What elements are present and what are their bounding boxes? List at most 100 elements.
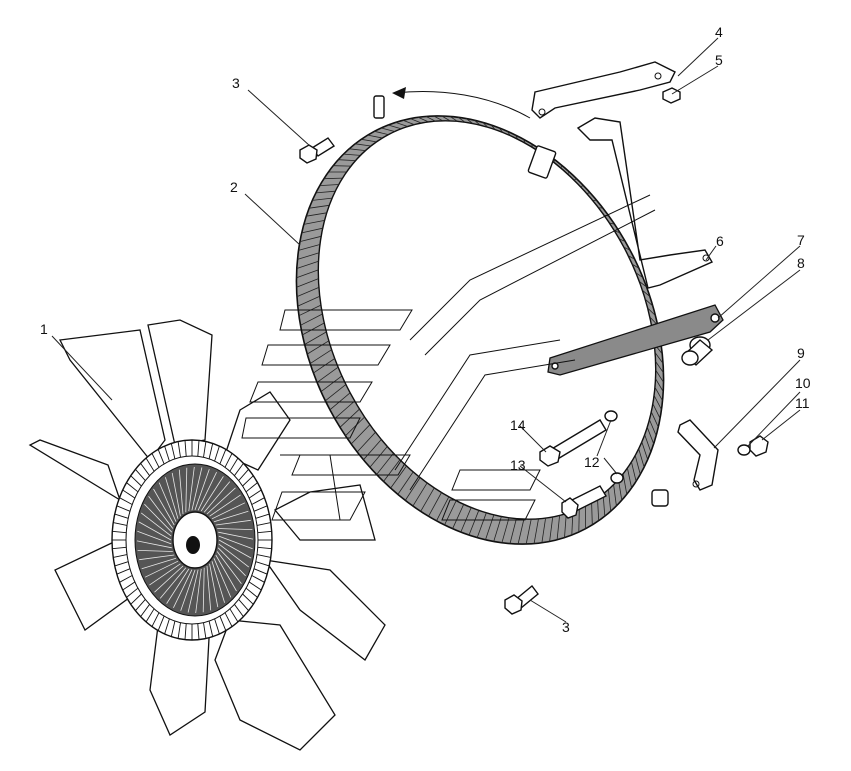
clutch-fin: [158, 482, 177, 522]
clutch-fin: [188, 466, 195, 512]
hub-tooth: [122, 581, 136, 591]
bracket-part-4: [531, 61, 676, 119]
clutch-fin: [218, 543, 250, 568]
shroud-hatch-line: [299, 235, 322, 242]
hub-tooth: [219, 449, 227, 465]
clutch-fin: [217, 547, 246, 577]
shroud-hatch-line: [395, 122, 408, 127]
shroud-hatch-line: [296, 278, 319, 288]
hub-tooth: [229, 608, 239, 623]
hub-tooth: [184, 440, 187, 457]
clutch-fin: [211, 502, 246, 520]
hub-tooth: [140, 604, 150, 617]
shroud-hatch-line: [338, 159, 356, 161]
shroud-hatch-line: [296, 260, 319, 269]
hub-tooth: [112, 530, 127, 534]
shroud-hatch-line: [627, 255, 635, 260]
clutch-fin: [206, 487, 236, 515]
hub-tooth: [119, 575, 133, 583]
shroud-hatch-line: [304, 331, 327, 345]
shroud-hatch-line: [655, 369, 664, 383]
shroud-hatch-line: [482, 122, 488, 128]
shroud-hatch-line: [578, 508, 580, 533]
shroud-hatch-line: [485, 514, 495, 540]
shroud-hatch-line: [541, 518, 546, 543]
shroud-hatching: [296, 115, 664, 545]
shroud-hatch-line: [627, 467, 632, 489]
shroud-hatch-line: [316, 366, 339, 383]
washer-part-10: [737, 444, 751, 456]
shroud-hatch-line: [635, 272, 644, 278]
fan-blade: [224, 391, 291, 471]
shroud-hatch-line: [650, 411, 659, 428]
clutch-fin: [213, 558, 232, 598]
shroud-hatch-line: [474, 119, 481, 126]
shroud-hatch-line: [313, 358, 335, 374]
hub-tooth: [135, 469, 146, 481]
hub-tooth: [256, 554, 271, 558]
hub-tooth: [255, 561, 270, 567]
shroud-hatch-line: [390, 465, 407, 489]
clutch-fin: [209, 563, 219, 608]
clutch-fin: [154, 565, 184, 593]
shroud-hatch-line: [609, 222, 615, 225]
hub-tooth: [112, 546, 127, 550]
hub-tooth: [224, 453, 233, 468]
shroud-hatch-line: [452, 504, 465, 529]
shroud-hatch-line: [493, 516, 502, 542]
shroud-hatch-line: [654, 352, 664, 364]
callout-8: 8: [797, 255, 805, 271]
clutch-fin: [137, 550, 173, 552]
clutch-fin: [166, 568, 190, 604]
shroud-hatch-line: [383, 459, 401, 482]
callout-4: 4: [715, 24, 723, 40]
clutch-fin: [216, 551, 242, 585]
hub-tooth: [219, 615, 227, 631]
clutch-fin: [153, 488, 175, 526]
clutch-fin: [215, 519, 251, 526]
clutch-fin: [197, 472, 217, 511]
callout-2: 2: [230, 179, 238, 195]
callout-11: 11: [795, 395, 810, 411]
clutch-fin: [140, 512, 172, 537]
shroud-hatch-line: [325, 384, 347, 402]
clutch-fin: [159, 567, 187, 599]
clutch-fin: [195, 568, 202, 614]
clutch-fin: [139, 554, 175, 561]
hub-tooth: [242, 593, 254, 605]
fan-blade: [263, 559, 386, 661]
shroud-tab-top: [373, 95, 385, 119]
hub-tooth: [248, 489, 262, 499]
shroud-tab-upper-right: [527, 145, 557, 179]
callout-10: 10: [795, 375, 811, 391]
hub-tooth: [164, 445, 170, 462]
shroud-hatch-line: [428, 492, 442, 517]
clutch-fin: [209, 494, 241, 517]
shroud-hatch-line: [436, 496, 450, 521]
shroud-hatch-line: [641, 441, 649, 460]
shroud-hatch-line: [556, 515, 560, 540]
clutch-fin: [180, 569, 196, 611]
shroud-hatch-line: [549, 516, 554, 542]
background-watermark: [241, 194, 656, 521]
fan-assembly: [28, 319, 386, 751]
shroud-hatch-line: [388, 124, 402, 130]
hub-tooth: [164, 618, 170, 635]
fan-center-hole: [186, 536, 200, 554]
shroud-hatch-line: [649, 419, 657, 436]
clutch-fin: [187, 569, 199, 613]
hub-tooth: [208, 443, 214, 460]
clutch-fin: [202, 567, 205, 613]
hub-tooth: [253, 568, 268, 575]
clutch-fin: [218, 531, 254, 540]
shroud-hatch-line: [564, 513, 567, 538]
shroud-hatch-line: [441, 115, 451, 122]
clutch-fin: [138, 521, 172, 541]
spacer-part-8: [681, 336, 714, 366]
shroud-hatch-line: [319, 184, 339, 186]
hub-tooth: [238, 469, 249, 481]
shroud-hatch-line: [476, 512, 487, 538]
fan-blade: [28, 439, 122, 502]
hub-tooth: [229, 457, 239, 472]
shroud-hatch-line: [374, 130, 389, 135]
